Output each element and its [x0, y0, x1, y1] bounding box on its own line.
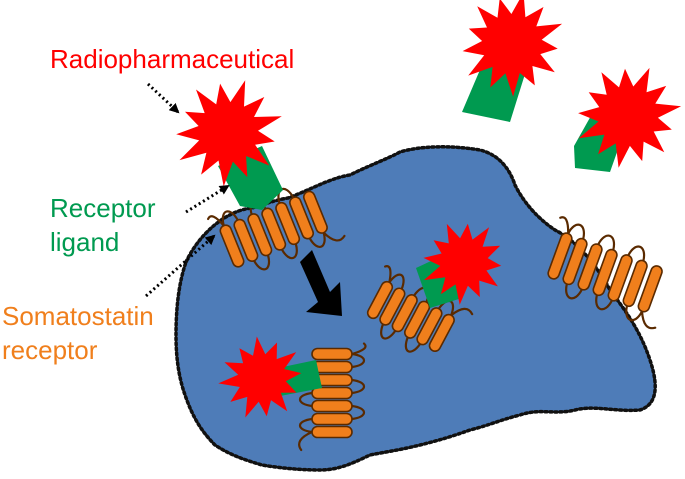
receptor-helix	[403, 300, 431, 339]
receptor-helix	[311, 347, 353, 361]
radiolabel-starburst-5	[218, 336, 302, 418]
receptor-helix	[547, 232, 573, 280]
receptor-helix	[302, 190, 328, 234]
receptor-helix	[622, 259, 648, 308]
somatostatin-receptor-surface-left	[207, 187, 346, 271]
receptor-helix	[311, 399, 353, 413]
receptor-helix	[577, 243, 603, 291]
receptor-helix	[261, 207, 287, 251]
label-radiopharmaceutical: Radiopharmaceutical	[50, 44, 295, 74]
label-somatostatin-receptor-line1: Somatostatin	[2, 301, 154, 331]
radiolabel-group	[176, 0, 682, 418]
pointer-arrow-radiopharmaceutical	[146, 82, 180, 114]
receptor-helix	[379, 287, 406, 326]
pointer-arrow-ligand	[185, 184, 230, 214]
receptor-helix	[233, 218, 259, 262]
receptor-helix	[391, 294, 418, 333]
receptor-helix	[311, 425, 353, 439]
radiolabel-starburst-3	[578, 67, 682, 168]
receptor-helix	[637, 265, 663, 313]
receptor-helix	[219, 224, 245, 268]
receptor-group	[207, 187, 663, 452]
label-somatostatin-receptor-line2: receptor	[2, 335, 98, 365]
receptor-helix	[562, 237, 588, 286]
somatostatin-receptor-surface-right	[547, 216, 663, 330]
receptor-loops	[559, 216, 657, 330]
internalization-arrow	[300, 250, 342, 316]
receptor-helix	[366, 280, 394, 320]
label-receptor-ligand-line2: ligand	[50, 227, 120, 257]
receptor-helix	[607, 254, 633, 302]
receptor-helix	[311, 412, 353, 426]
radiolabel-starburst-4	[423, 223, 502, 305]
somatostatin-receptor-internal-bottom	[298, 342, 367, 452]
receptor-helix	[416, 307, 443, 346]
receptor-helix	[247, 213, 273, 257]
radiolabel-starburst-1	[176, 80, 282, 187]
receptor-helix	[311, 386, 353, 400]
receptor-helix	[275, 201, 301, 246]
pointer-arrow-receptor	[145, 234, 216, 298]
receptor-helix	[592, 248, 618, 297]
somatostatin-receptor-internal-middle	[366, 265, 474, 353]
label-receptor-ligand-line1: Receptor	[50, 193, 156, 223]
receptor-helix	[428, 313, 455, 352]
radiolabel-starburst-2	[462, 0, 563, 97]
receptor-helix	[289, 196, 315, 240]
